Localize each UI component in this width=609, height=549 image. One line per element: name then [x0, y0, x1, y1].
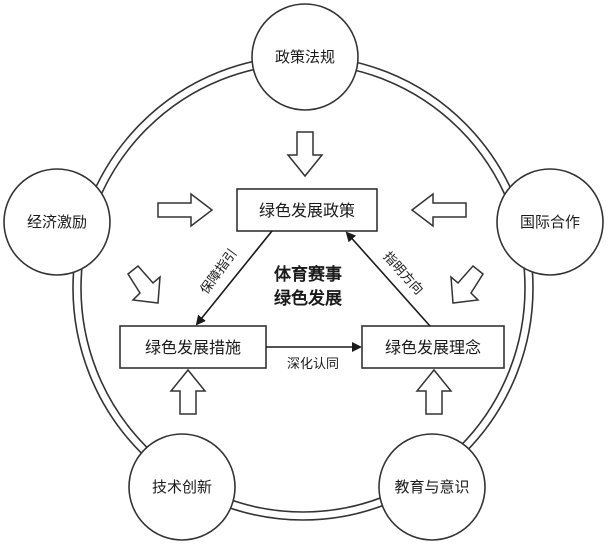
node-education-awareness-label: 教育与意识 [394, 478, 469, 496]
box-green-measures: 绿色发展措施 [119, 325, 267, 369]
center-title-line2: 绿色发展 [274, 288, 342, 309]
block-arrow-up-bottom-left [169, 368, 207, 415]
block-arrow-left-right [410, 192, 467, 228]
edge-label-guarantee-guidance: 保障指引 [198, 246, 241, 297]
arrow-policy-to-measures [195, 230, 273, 326]
arrow-concept-to-policy [345, 231, 431, 327]
node-tech-innovation-label: 技术创新 [152, 478, 212, 496]
node-international-cooperation-label: 国际合作 [520, 213, 580, 231]
node-economic-incentive-label: 经济激励 [27, 213, 87, 231]
box-green-policy: 绿色发展政策 [236, 188, 378, 232]
block-arrow-right-left [157, 192, 214, 228]
center-title-line1: 体育赛事 [274, 264, 342, 285]
box-green-policy-label: 绿色发展政策 [259, 201, 355, 220]
node-international-cooperation: 国际合作 [496, 168, 604, 276]
block-arrow-up-bottom-right [415, 368, 453, 415]
block-arrow-diag-right [450, 264, 484, 304]
edge-label-point-direction: 指明方向 [380, 249, 427, 298]
block-arrow-diag-left [127, 264, 161, 304]
box-green-concept: 绿色发展理念 [361, 325, 505, 369]
node-policy-regulation: 政策法规 [251, 3, 359, 111]
node-education-awareness: 教育与意识 [378, 433, 486, 541]
edge-label-deepen-recognition: 深化认同 [287, 357, 339, 372]
box-green-concept-label: 绿色发展理念 [385, 338, 481, 357]
node-economic-incentive: 经济激励 [3, 168, 111, 276]
node-tech-innovation: 技术创新 [128, 433, 236, 541]
node-policy-regulation-label: 政策法规 [275, 48, 335, 66]
block-arrow-down-top [286, 131, 324, 178]
box-green-measures-label: 绿色发展措施 [145, 338, 241, 357]
